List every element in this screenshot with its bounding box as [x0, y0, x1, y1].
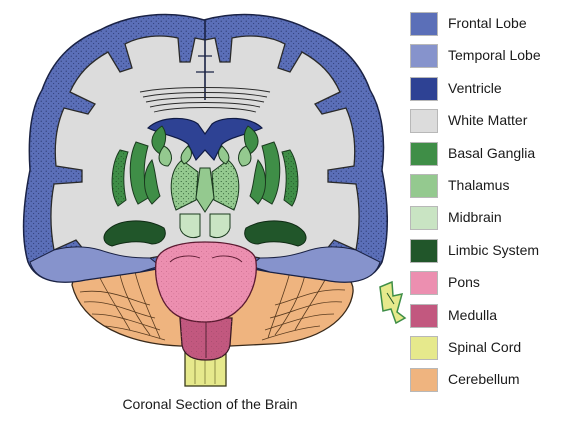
- legend-label: Spinal Cord: [448, 338, 522, 355]
- legend-swatch: [410, 206, 438, 231]
- legend-label: Cerebellum: [448, 371, 520, 388]
- legend-item-cerebellum: Cerebellum: [410, 368, 570, 400]
- midbrain: [179, 213, 231, 239]
- legend-swatch: [410, 76, 438, 101]
- legend-label: Temporal Lobe: [448, 47, 541, 64]
- temporal-lobe: [29, 246, 381, 283]
- legend-item-basal-ganglia: Basal Ganglia: [410, 141, 570, 174]
- legend-swatch: [410, 368, 438, 393]
- legend-swatch: [410, 335, 438, 360]
- lightning-bolt-icon: [379, 280, 407, 325]
- legend-swatch: [410, 109, 438, 134]
- legend-label: Medulla: [448, 306, 498, 323]
- legend-item-thalamus: Thalamus: [410, 173, 570, 206]
- legend-swatch: [410, 238, 438, 263]
- legend-swatch: [410, 303, 438, 328]
- legend-label: White Matter: [448, 112, 528, 129]
- legend-item-pons: Pons: [410, 271, 570, 303]
- legend: Frontal Lobe Temporal Lobe Ventricle Whi…: [410, 12, 570, 401]
- legend-item-limbic-system: Limbic System: [410, 238, 570, 271]
- limbic-system: [103, 220, 307, 247]
- legend-label: Limbic System: [448, 241, 540, 258]
- legend-swatch: [410, 271, 438, 296]
- legend-swatch: [410, 12, 438, 36]
- medulla: [179, 317, 233, 361]
- legend-item-midbrain: Midbrain: [410, 206, 570, 238]
- legend-item-spinal-cord: Spinal Cord: [410, 335, 570, 368]
- legend-label: Basal Ganglia: [448, 144, 536, 161]
- diagram-caption: Coronal Section of the Brain: [122, 396, 298, 412]
- legend-item-frontal-lobe: Frontal Lobe: [410, 12, 570, 44]
- legend-label: Pons: [448, 274, 480, 291]
- legend-label: Frontal Lobe: [448, 15, 527, 31]
- legend-item-temporal-lobe: Temporal Lobe: [410, 44, 570, 76]
- legend-label: Thalamus: [448, 176, 510, 193]
- legend-item-ventricle: Ventricle: [410, 76, 570, 109]
- legend-label: Midbrain: [448, 209, 502, 226]
- legend-label: Ventricle: [448, 79, 502, 96]
- legend-swatch: [410, 44, 438, 69]
- legend-swatch: [410, 141, 438, 166]
- pons: [154, 241, 257, 323]
- legend-swatch: [410, 173, 438, 198]
- ventricle: [146, 117, 264, 162]
- legend-item-white-matter: White Matter: [410, 109, 570, 141]
- legend-item-medulla: Medulla: [410, 303, 570, 336]
